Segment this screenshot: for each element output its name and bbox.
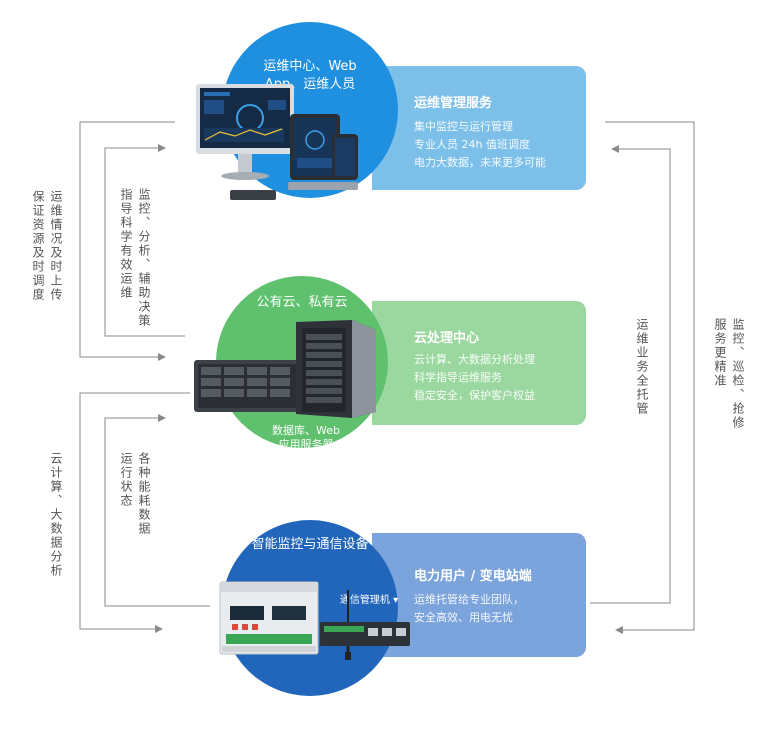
cloud-circle-title: 公有云、私有云 [256,295,348,310]
label-upload-status: 运维情况及时上传 [49,190,63,302]
outer-left-bottom-line [79,392,190,633]
cloud-center-line-2: 科学指导运维服务 [414,371,502,384]
label-precise-service: 服务更精准 [713,318,727,388]
label-guide-ops: 指导科学有效运维 [119,188,133,300]
cloud-center-title: 云处理中心 [414,331,480,346]
label-monitor-analyze: 监控、分析、辅助决策 [137,188,151,328]
cloud-center-line-3: 稳定安全，保护客户权益 [414,389,535,402]
label-energy-data: 各种能耗数据 [137,452,151,536]
ops-service-panel: 运维管理服务 集中监控与运行管理 专业人员 24h 值班调度 电力大数据，未来更… [372,66,586,190]
label-cloud-bigdata: 云计算、大数据分析 [49,452,63,578]
right-inner-line [590,145,671,604]
label-run-status: 运行状态 [119,452,133,508]
cloud-center-panel: 云处理中心 云计算、大数据分析处理 科学指导运维服务 稳定安全，保护客户权益 [372,301,586,425]
ops-service-line-3: 电力大数据，未来更多可能 [414,156,546,169]
cloud-center-line-1: 云计算、大数据分析处理 [414,353,535,366]
inner-left-top-line [104,144,185,337]
user-station-title: 电力用户 / 变电站端 [414,569,532,584]
cloud-circle-caption-1: 数据库、Web [272,424,340,437]
ops-service-line-1: 集中监控与运行管理 [414,120,513,133]
label-full-hosting: 运维业务全托管 [635,318,649,416]
user-station-line-2: 安全高效、用电无忧 [414,611,513,624]
server-illustration [194,320,376,418]
ops-service-line-2: 专业人员 24h 值班调度 [414,138,530,151]
outer-left-top-line [79,121,175,361]
right-outer-line [605,121,695,634]
device-illustration [219,581,410,660]
ops-service-title: 运维管理服务 [414,96,493,111]
cloud-circle-caption-2: 应用服务器 [278,438,334,451]
smart-device-title: 智能监控与通信设备 [251,537,369,552]
label-monitor-patrol: 监控、巡检、抢修 [731,318,745,430]
ops-devices-illustration [196,84,358,200]
label-ensure-dispatch: 保证资源及时调度 [31,190,45,302]
inner-left-bottom-line [104,414,210,607]
comm-manager-label: 通信管理机 ▾ [339,595,399,606]
laptop-icon [288,182,358,190]
user-station-line-1: 运维托管给专业团队， [414,593,524,606]
ops-center-title-1: 运维中心、Web [263,59,357,74]
